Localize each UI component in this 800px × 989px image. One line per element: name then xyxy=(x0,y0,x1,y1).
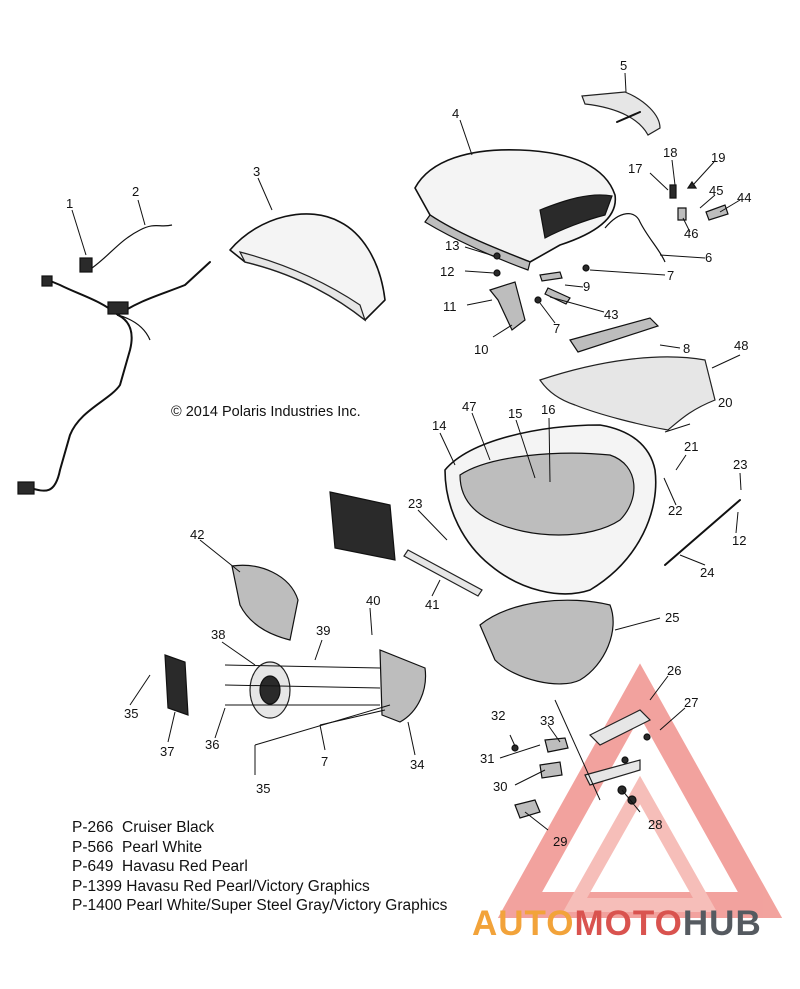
part-37-grill xyxy=(164,654,189,716)
callout-24: 24 xyxy=(700,565,714,580)
legend-row: P-649 Havasu Red Pearl xyxy=(72,857,447,877)
speaker-grill xyxy=(329,491,396,561)
callout-39: 39 xyxy=(316,623,330,638)
callout-2: 2 xyxy=(132,184,139,199)
callout-35: 35 xyxy=(124,706,138,721)
callout-27: 27 xyxy=(684,695,698,710)
callout-42: 42 xyxy=(190,527,204,542)
legend-code: P-566 xyxy=(72,838,114,856)
watermark-moto: MOTO xyxy=(574,904,683,943)
callout-44: 44 xyxy=(737,190,751,205)
watermark-hub: HUB xyxy=(682,904,762,943)
legend-row: P-566 Pearl White xyxy=(72,838,447,858)
callout-18: 18 xyxy=(663,145,677,160)
callout-37: 37 xyxy=(160,744,174,759)
part-5-spoiler-light xyxy=(581,91,661,136)
callout-15: 15 xyxy=(508,406,522,421)
callout-17: 17 xyxy=(628,161,642,176)
callout-7: 7 xyxy=(667,268,674,283)
callout-36: 36 xyxy=(205,737,219,752)
legend-code: P-266 xyxy=(72,819,114,836)
legend-row: P-266 Cruiser Black xyxy=(72,818,447,838)
callout-11: 11 xyxy=(443,299,457,314)
legend-row: P-1399 Havasu Red Pearl/Victory Graphics xyxy=(72,877,447,897)
callout-4: 4 xyxy=(452,106,459,121)
part-48-liner-mat xyxy=(539,356,716,431)
callout-28: 28 xyxy=(648,817,662,832)
callout-9: 9 xyxy=(583,279,590,294)
part-4-lid xyxy=(414,148,617,271)
wiring-harness xyxy=(17,224,211,495)
legend-row: P-1400 Pearl White/Super Steel Gray/Vict… xyxy=(72,896,447,916)
callout-22: 22 xyxy=(668,503,682,518)
callout-6: 6 xyxy=(705,250,712,265)
part-41-strip xyxy=(403,549,483,597)
legend-desc: Cruiser Black xyxy=(122,819,215,836)
watermark-brand: AUTOMOTOHUB xyxy=(472,904,762,944)
legend-code: P-1399 xyxy=(72,877,122,895)
part-42-side-panel xyxy=(231,564,299,641)
callout-25: 25 xyxy=(665,610,679,625)
callout-34: 34 xyxy=(410,757,424,772)
callout-48: 48 xyxy=(734,338,748,353)
callout-19: 19 xyxy=(711,150,725,165)
callout-12b: 12 xyxy=(732,533,746,548)
callout-7c: 7 xyxy=(321,754,328,769)
part-3-trim-cover xyxy=(229,213,386,322)
callout-21: 21 xyxy=(684,439,698,454)
legend-code: P-1400 xyxy=(72,897,122,914)
callout-35b: 35 xyxy=(256,781,270,796)
part-8-trim-strip xyxy=(569,317,660,353)
legend-desc: Pearl White xyxy=(122,838,203,856)
callout-31: 31 xyxy=(480,751,494,766)
callout-numbers: 1 2 3 4 5 6 7 8 9 10 11 12 13 14 15 16 1… xyxy=(66,58,751,849)
callout-16: 16 xyxy=(541,402,555,417)
part-6-seal xyxy=(604,213,666,263)
callout-32: 32 xyxy=(491,708,505,723)
part-34-side-cover xyxy=(379,649,427,723)
callout-23: 23 xyxy=(733,457,747,472)
callout-5: 5 xyxy=(620,58,627,73)
callout-23b: 23 xyxy=(408,496,422,511)
callout-47: 47 xyxy=(462,399,476,414)
legend-desc: Havasu Red Pearl xyxy=(122,858,248,875)
callout-14: 14 xyxy=(432,418,446,433)
callout-38: 38 xyxy=(211,627,225,642)
callout-3: 3 xyxy=(253,164,260,179)
callout-43: 43 xyxy=(604,307,618,322)
callout-41: 41 xyxy=(425,597,439,612)
watermark-logo-triangle xyxy=(497,663,783,918)
callout-20: 20 xyxy=(718,395,732,410)
part-24-rod xyxy=(664,499,741,566)
callout-40: 40 xyxy=(366,593,380,608)
legend-desc: Pearl White/Super Steel Gray/Victory Gra… xyxy=(126,897,448,914)
part-25-bottom-tray xyxy=(479,599,614,685)
callout-8: 8 xyxy=(683,341,690,356)
callout-29: 29 xyxy=(553,834,567,849)
legend-code: P-649 xyxy=(72,858,114,875)
callout-7b: 7 xyxy=(553,321,560,336)
color-code-legend: P-266 Cruiser Black P-566 Pearl White P-… xyxy=(72,818,447,916)
callout-46: 46 xyxy=(684,226,698,241)
callout-33: 33 xyxy=(540,713,554,728)
callout-12: 12 xyxy=(440,264,454,279)
copyright-notice: © 2014 Polaris Industries Inc. xyxy=(171,404,361,420)
part-10-hinge-bracket xyxy=(488,252,526,331)
latch-hardware xyxy=(511,733,651,819)
part-14-box-base xyxy=(444,424,657,595)
callout-13: 13 xyxy=(445,238,459,253)
part-26-latch-brackets xyxy=(554,699,652,801)
callout-30: 30 xyxy=(493,779,507,794)
callout-1: 1 xyxy=(66,196,73,211)
callout-26: 26 xyxy=(667,663,681,678)
watermark-auto: AUTO xyxy=(472,904,575,943)
legend-desc: Havasu Red Pearl/Victory Graphics xyxy=(126,877,370,895)
lid-hardware xyxy=(534,180,729,305)
part-38-speaker xyxy=(249,661,291,719)
callout-45: 45 xyxy=(709,183,723,198)
leader-lines xyxy=(71,72,742,831)
callout-10: 10 xyxy=(474,342,488,357)
